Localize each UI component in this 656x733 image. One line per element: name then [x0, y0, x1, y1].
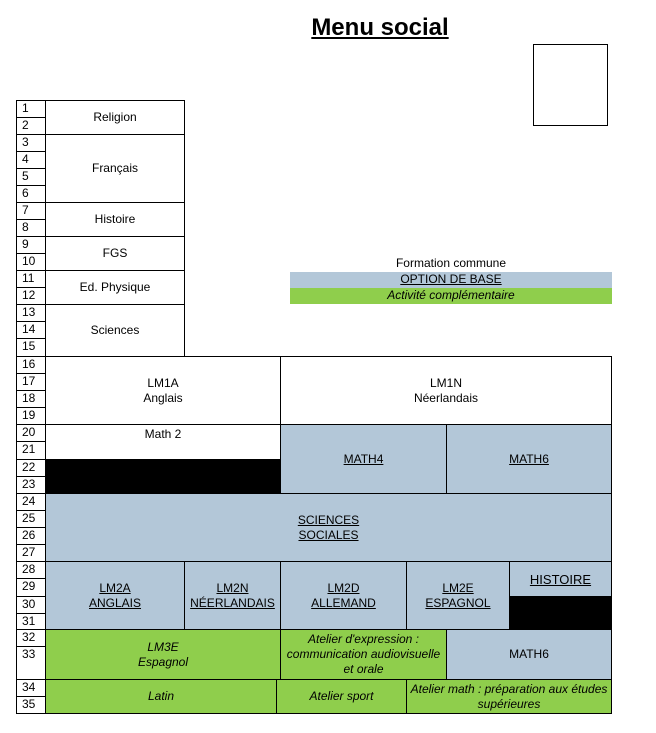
ed-physique-cell: Ed. Physique: [45, 270, 185, 305]
lm1a-code: LM1A: [147, 375, 179, 390]
row-number: 22: [16, 459, 46, 477]
row-number: 34: [16, 679, 46, 697]
atelier-expression-line3: et orale: [343, 662, 384, 676]
lm2a-code: LM2A: [99, 580, 131, 595]
row-number: 5: [16, 168, 46, 186]
histoire-option-cell: HISTOIRE: [509, 561, 612, 597]
row-number: 18: [16, 390, 46, 408]
lm3e-language: Espagnol: [137, 654, 189, 669]
lm2n-code: LM2N: [216, 580, 249, 595]
lm2d-cell: LM2D ALLEMAND: [280, 561, 407, 630]
row-number: 27: [16, 544, 46, 562]
math2-cell: Math 2: [45, 424, 281, 460]
row-number: 26: [16, 527, 46, 545]
row-number: 32: [16, 629, 46, 647]
row-number: 25: [16, 510, 46, 528]
row-number: 7: [16, 202, 46, 220]
row-number: 21: [16, 441, 46, 460]
row-number: 33: [16, 646, 46, 680]
row-number: 17: [16, 373, 46, 391]
row-number: 16: [16, 356, 46, 374]
row-number: 10: [16, 253, 46, 271]
sciences-sociales-cell: SCIENCES SOCIALES: [45, 493, 612, 562]
row-number: 20: [16, 424, 46, 442]
francais-cell: Français: [45, 134, 185, 203]
lm3e-code: LM3E: [147, 639, 179, 654]
legend-option-de-base: OPTION DE BASE: [290, 272, 612, 288]
row-number: 9: [16, 236, 46, 254]
row-number: 11: [16, 270, 46, 288]
sciences-sociales-line2: SOCIALES: [298, 527, 359, 542]
row-number: 19: [16, 407, 46, 425]
histoire-blocked-cell: [509, 596, 612, 630]
sciences-sociales-line1: SCIENCES: [297, 512, 360, 527]
atelier-expression-cell: Atelier d'expression : communication aud…: [280, 629, 447, 680]
row-number: 35: [16, 696, 46, 714]
lm1n-code: LM1N: [429, 375, 462, 390]
religion-cell: Religion: [45, 100, 185, 135]
legend-activite-complementaire: Activité complémentaire: [290, 288, 612, 304]
lm3e-cell: LM3E Espagnol: [45, 629, 281, 680]
row-number: 24: [16, 493, 46, 511]
lm2a-language: ANGLAIS: [88, 595, 142, 610]
lm2e-code: LM2E: [442, 580, 474, 595]
legend-formation-commune: Formation commune: [395, 256, 507, 270]
row-number: 6: [16, 185, 46, 203]
lm2a-cell: LM2A ANGLAIS: [45, 561, 185, 630]
lm2e-cell: LM2E ESPAGNOL: [406, 561, 510, 630]
atelier-expression-line2: communication audiovisuelle: [286, 647, 441, 661]
atelier-expression-line1: Atelier d'expression :: [307, 632, 419, 646]
blocked-cell: [45, 459, 281, 494]
row-number: 13: [16, 304, 46, 322]
row-number: 14: [16, 321, 46, 339]
atelier-math-line2: supérieures: [477, 696, 541, 711]
row-number: 1: [16, 100, 46, 118]
latin-cell: Latin: [45, 679, 277, 714]
lm2n-language: NÉERLANDAIS: [190, 595, 275, 610]
lm2d-language: ALLEMAND: [311, 595, 376, 610]
row-number: 8: [16, 219, 46, 237]
row-number: 28: [16, 561, 46, 579]
lm1n-language: Néerlandais: [413, 390, 479, 405]
lm1a-language: Anglais: [143, 390, 183, 405]
row-number: 3: [16, 134, 46, 152]
lm1n-cell: LM1N Néerlandais: [280, 356, 612, 425]
row-number: 12: [16, 287, 46, 305]
lm2e-language: ESPAGNOL: [425, 595, 491, 610]
math6-top-cell: MATH6: [446, 424, 612, 494]
fgs-cell: FGS: [45, 236, 185, 271]
row-number: 4: [16, 151, 46, 169]
math4-cell: MATH4: [280, 424, 447, 494]
row-number: 23: [16, 476, 46, 494]
row-number: 15: [16, 338, 46, 357]
lm2d-code: LM2D: [327, 580, 360, 595]
lm1a-cell: LM1A Anglais: [45, 356, 281, 425]
row-number: 30: [16, 596, 46, 614]
page-title: Menu social: [311, 14, 449, 41]
photo-box: [533, 44, 608, 126]
math6-bottom-cell: MATH6: [446, 629, 612, 680]
atelier-math-line1: Atelier math : préparation aux études: [410, 681, 608, 696]
row-number: 29: [16, 578, 46, 597]
sciences-cell: Sciences: [45, 304, 185, 357]
atelier-sport-cell: Atelier sport: [276, 679, 407, 714]
atelier-math-cell: Atelier math : préparation aux études su…: [406, 679, 612, 714]
row-number: 2: [16, 117, 46, 135]
histoire-cell: Histoire: [45, 202, 185, 237]
row-number: 31: [16, 613, 46, 630]
lm2n-cell: LM2N NÉERLANDAIS: [184, 561, 281, 630]
